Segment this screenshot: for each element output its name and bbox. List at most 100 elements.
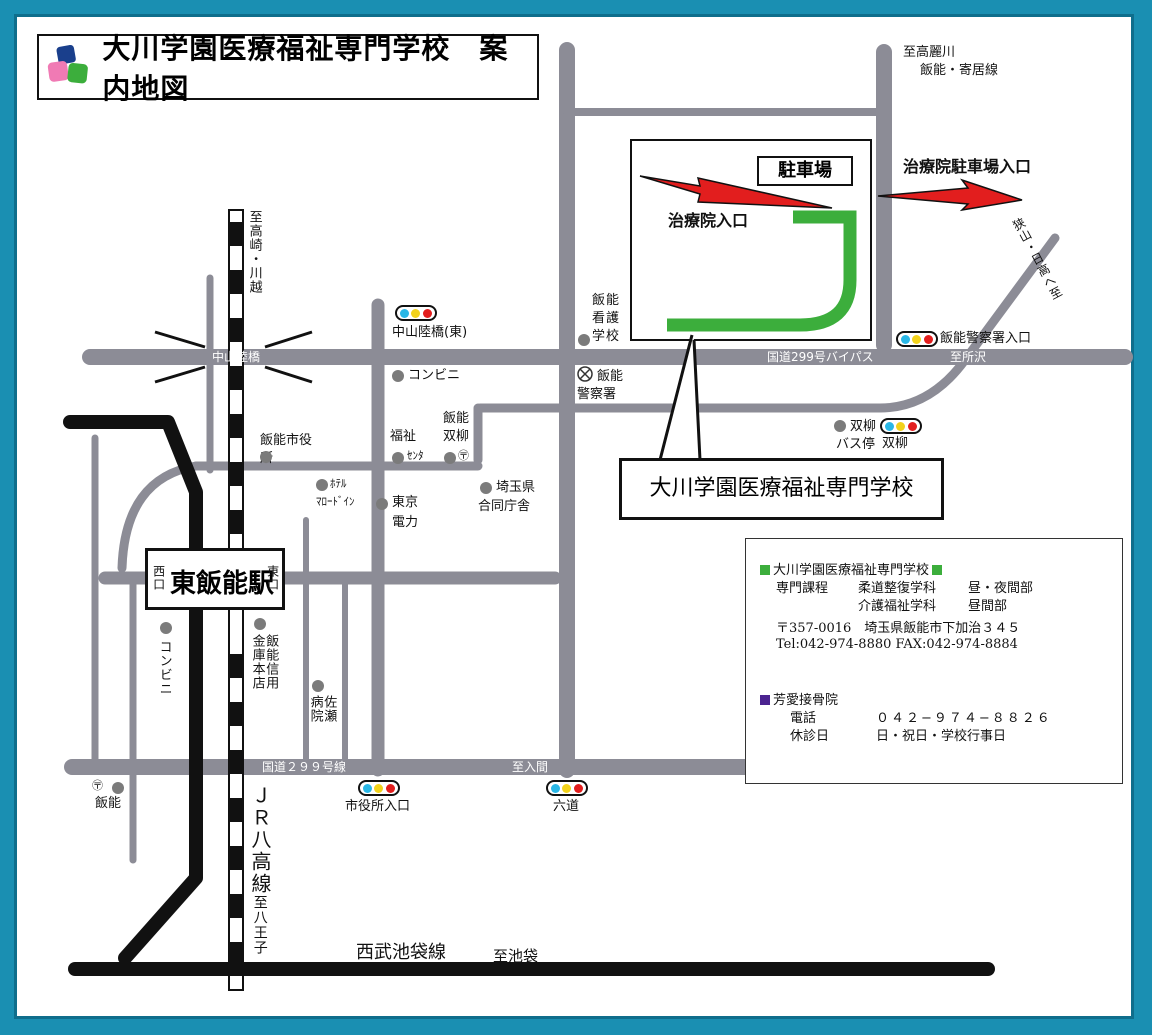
convenience-west-marker [160, 622, 172, 634]
info-closed: 日・祝日・学校行事日 [876, 729, 1007, 744]
signal-nakayama-east [395, 305, 437, 321]
signal-city-hall-entrance [358, 780, 400, 796]
rail-tie [230, 846, 242, 870]
tepco-marker [376, 498, 388, 510]
school-logo-icon [47, 45, 88, 84]
rail-tie [230, 366, 242, 390]
convenience-west-label: コンビニ [156, 640, 172, 696]
tepco-label-1: 東京 [392, 495, 419, 510]
signal-rokudo-label: 六道 [553, 799, 580, 814]
futayanagi-bus-marker [834, 420, 846, 432]
rail-tie [230, 270, 242, 294]
shinkin-marker [254, 618, 266, 630]
school-callout: 大川学園医療福祉専門学校 [619, 458, 944, 520]
page-title: 大川学園医療福祉専門学校 案内地図 [102, 32, 509, 105]
clinic-color-marker [760, 695, 770, 705]
road-diagonal-sayama [875, 233, 1060, 413]
info-phone: ０４２−９７４−８８２６ [876, 711, 1052, 726]
signal-nakayama-east-label: 中山陸橋(東) [392, 325, 468, 340]
info-closed-label: 休診日 [790, 729, 830, 744]
info-tel-fax: Tel:042-974-8880 FAX:042-974-8884 [776, 637, 1018, 652]
info-course-label: 専門課程 [776, 581, 829, 596]
pref-office-label-2: 合同庁舎 [478, 499, 531, 514]
hanno-futayanagi-label-2: 双柳 [443, 429, 470, 444]
station-east-exit: 東口 [265, 565, 280, 591]
welfare-center-label-1: 福祉 [390, 429, 417, 444]
tepco-label-2: 電力 [392, 515, 419, 530]
post-office-icon: 〶 [458, 449, 469, 462]
rail-tie [230, 222, 242, 246]
city-hall-marker [260, 451, 272, 463]
parking-label: 駐車場 [757, 156, 853, 186]
pref-office-marker [480, 482, 492, 494]
hanno-post-marker [112, 782, 124, 794]
signal-police-entrance [896, 331, 938, 347]
to-komagawa-label: 至高麗川 [903, 45, 956, 60]
convenience-store-marker [392, 370, 404, 382]
arrow-lot-entrance [877, 178, 1023, 212]
clinic-entrance-label: 治療院入口 [668, 211, 749, 230]
info-clinic-name: 芳愛接骨院 [773, 693, 839, 708]
hotel-marker [316, 479, 328, 491]
rail-tie [230, 942, 242, 966]
bypass-label: 国道299号バイパス [767, 350, 874, 364]
rail-tie [230, 510, 242, 534]
rail-tie [230, 462, 242, 486]
sase-hospital-label: 佐瀬病院 [307, 695, 337, 723]
arrow-clinic-entrance [639, 175, 833, 209]
seibu-line-label: 西武池袋線 [356, 942, 446, 963]
pref-office-label-1: 埼玉県 [496, 480, 536, 495]
futayanagi-bus-label: 双柳バス停 [836, 419, 877, 453]
to-tokorozawa-label: 至所沢 [950, 350, 987, 364]
info-address: 〒357-0016 埼玉県飯能市下加治３４５ [776, 621, 1021, 636]
hanno-post-label: 飯能 [95, 796, 122, 811]
shinkin-label: 飯能信用金庫本店 [249, 634, 279, 690]
rail-tie [230, 798, 242, 822]
station-box: 西口 東飯能駅 東口 [145, 548, 285, 610]
to-takasaki-label: 至高崎・川越 [246, 210, 262, 294]
convenience-store-label: コンビニ [408, 368, 461, 383]
station-west-exit: 西口 [151, 565, 166, 591]
welfare-center-label-2: ｾﾝﾀ [407, 449, 424, 462]
info-course1-time: 昼・夜間部 [968, 581, 1034, 596]
hotel-label-1: ﾎﾃﾙ [330, 477, 347, 490]
rail-tie [230, 750, 242, 774]
hanno-futayanagi-label-1: 飯能 [443, 411, 470, 426]
hanno-post-icon: 〶 [92, 779, 103, 792]
signal-futayanagi [880, 418, 922, 434]
nursing-school-marker [578, 334, 590, 346]
city-hall-label: 飯能市役所 [260, 433, 313, 466]
route-299-label: 国道２９９号線 [262, 760, 347, 774]
info-panel: 大川学園医療福祉専門学校 専門課程 柔道整復学科 昼・夜間部 介護福祉学科 昼間… [745, 538, 1123, 784]
rail-tie [230, 702, 242, 726]
signal-futayanagi-label: 双柳 [882, 436, 909, 451]
title-box: 大川学園医療福祉専門学校 案内地図 [37, 32, 539, 105]
rail-tie [230, 318, 242, 342]
nursing-school-label: 飯能看護学校 [592, 293, 621, 345]
rail-tie [230, 654, 242, 678]
hanno-futayanagi-marker [444, 452, 456, 464]
signal-rokudo [546, 780, 588, 796]
info-course2: 介護福祉学科 [858, 599, 937, 614]
to-hachioji-label: 至八王子 [251, 895, 268, 955]
info-course1: 柔道整復学科 [858, 581, 937, 596]
rail-tie [230, 414, 242, 438]
police-station-label: 飯能警察署 [577, 369, 624, 403]
info-school-name: 大川学園医療福祉専門学校 [773, 563, 930, 578]
police-symbol [577, 366, 593, 382]
seibu-ikebukuro-line [63, 415, 203, 965]
hanno-yorii-line-label: 飯能・寄居線 [920, 63, 999, 78]
lot-entrance-label: 治療院駐車場入口 [903, 157, 1032, 176]
signal-police-entrance-label: 飯能警察署入口 [940, 331, 1032, 346]
info-phone-label: 電話 [790, 711, 817, 726]
rail-tie [230, 894, 242, 918]
jr-line-label: ＪＲ八高線 [248, 785, 272, 895]
parking-route [667, 210, 857, 332]
to-ikebukuro-label: 至池袋 [493, 947, 539, 965]
school-color-marker [760, 565, 770, 575]
signal-city-hall-entrance-label: 市役所入口 [345, 799, 411, 814]
info-course2-time: 昼間部 [968, 599, 1008, 614]
welfare-center-marker [392, 452, 404, 464]
nakayama-bridge-label: 中山陸橋 [212, 350, 261, 364]
